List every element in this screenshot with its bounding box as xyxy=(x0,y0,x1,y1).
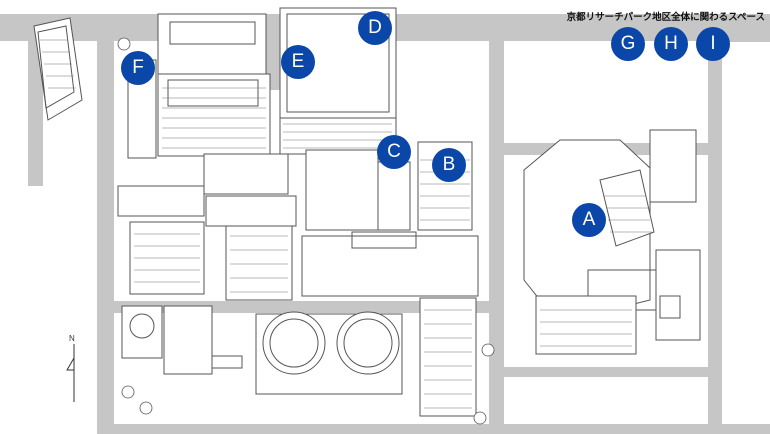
north-label: N xyxy=(69,334,75,343)
marker-d[interactable]: D xyxy=(358,11,392,45)
marker-i[interactable]: I xyxy=(696,27,730,61)
marker-f[interactable]: F xyxy=(121,51,155,85)
marker-a[interactable]: A xyxy=(572,203,606,237)
north-arrow-icon xyxy=(66,344,75,402)
marker-h[interactable]: H xyxy=(654,27,688,61)
marker-e[interactable]: E xyxy=(281,45,315,79)
trees xyxy=(117,37,495,425)
map-caption: 京都リサーチパーク地区全体に関わるスペース xyxy=(566,12,765,23)
marker-c[interactable]: C xyxy=(377,135,411,169)
marker-b[interactable]: B xyxy=(432,148,466,182)
marker-g[interactable]: G xyxy=(611,27,645,61)
